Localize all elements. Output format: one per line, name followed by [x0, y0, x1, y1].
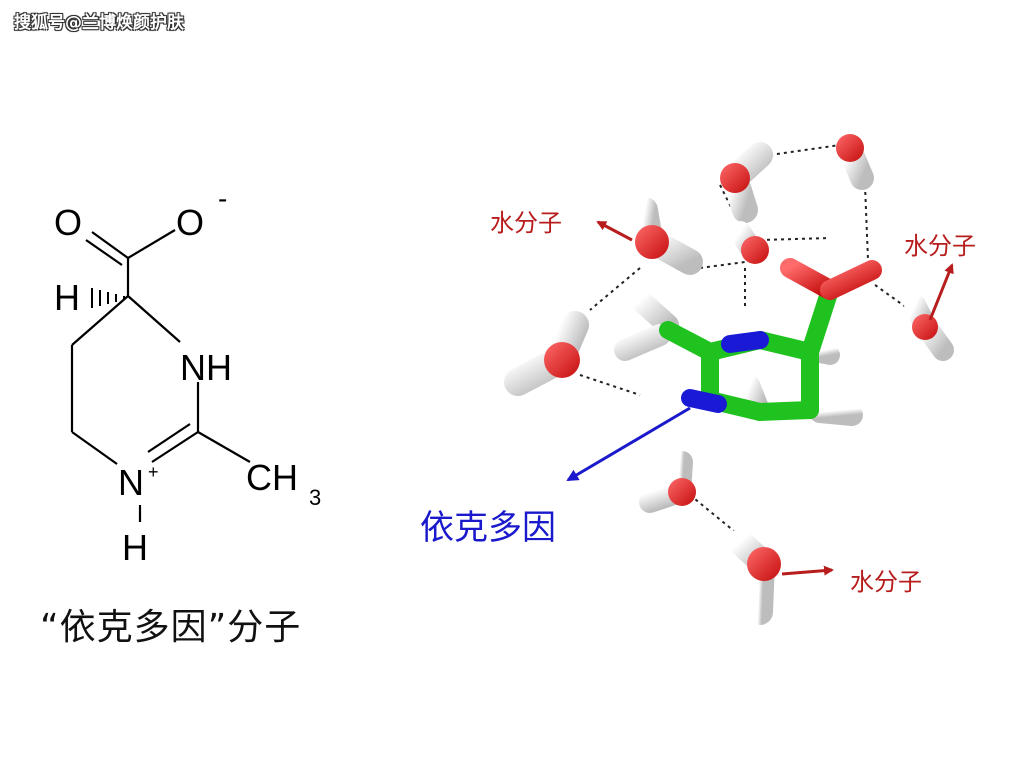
bond-c2-n1-b — [147, 423, 191, 453]
arrow-water-3 — [781, 565, 834, 576]
atom-h-n: H — [122, 527, 148, 568]
bond-c2-n1-a — [151, 431, 199, 463]
arrow-water-2 — [928, 263, 954, 321]
hashed-wedge-bond — [91, 288, 125, 308]
label-water-2: 水分子 — [904, 232, 976, 260]
water-molecule — [904, 294, 954, 361]
skeletal-atom-labels: O O - H NH N + H CH 3 — [54, 183, 321, 568]
water-molecule — [836, 134, 874, 190]
group-subscript-3: 3 — [309, 485, 321, 510]
water-molecule — [632, 197, 703, 275]
ectoine-stick-model — [614, 258, 882, 481]
water-molecule — [720, 142, 773, 223]
label-water-3: 水分子 — [850, 568, 922, 596]
bond-c4-n3 — [127, 295, 181, 343]
atom-n-plus: N — [118, 462, 144, 503]
bond-c6-n1 — [71, 431, 118, 465]
charge-plus: + — [148, 462, 159, 482]
hbond — [769, 144, 841, 156]
hbond — [689, 494, 746, 541]
hbond — [579, 374, 641, 396]
hbond — [759, 237, 831, 241]
atom-o-double: O — [54, 202, 82, 243]
water-molecule — [729, 221, 769, 264]
charge-minus: - — [218, 183, 227, 214]
annotation-arrows — [566, 220, 954, 576]
bond-c4-c5 — [71, 295, 129, 346]
arrow-ectoine — [566, 406, 691, 482]
hbond — [864, 184, 869, 261]
bond-co-single — [127, 229, 176, 259]
bond-c2-methyl — [197, 431, 251, 463]
arrow-water-1 — [596, 220, 633, 242]
water-molecule — [727, 529, 781, 625]
bond-co-double-b — [85, 239, 123, 266]
water-molecule — [639, 451, 696, 513]
group-ch: CH — [246, 457, 298, 498]
watermark: 搜狐号@兰博焕颜护肤 — [14, 13, 184, 33]
figure-caption: “依克多因”分子 — [40, 607, 302, 648]
label-ectoine: 依克多因 — [420, 508, 556, 548]
skeletal-formula — [70, 229, 251, 522]
label-water-1: 水分子 — [490, 209, 562, 237]
water-molecules — [504, 134, 954, 625]
atom-nh: NH — [180, 347, 232, 388]
bond-co-double-a — [91, 231, 129, 259]
water-molecule — [504, 311, 589, 396]
atom-o-minus: O — [176, 202, 204, 243]
atom-h-chiral: H — [54, 277, 80, 318]
